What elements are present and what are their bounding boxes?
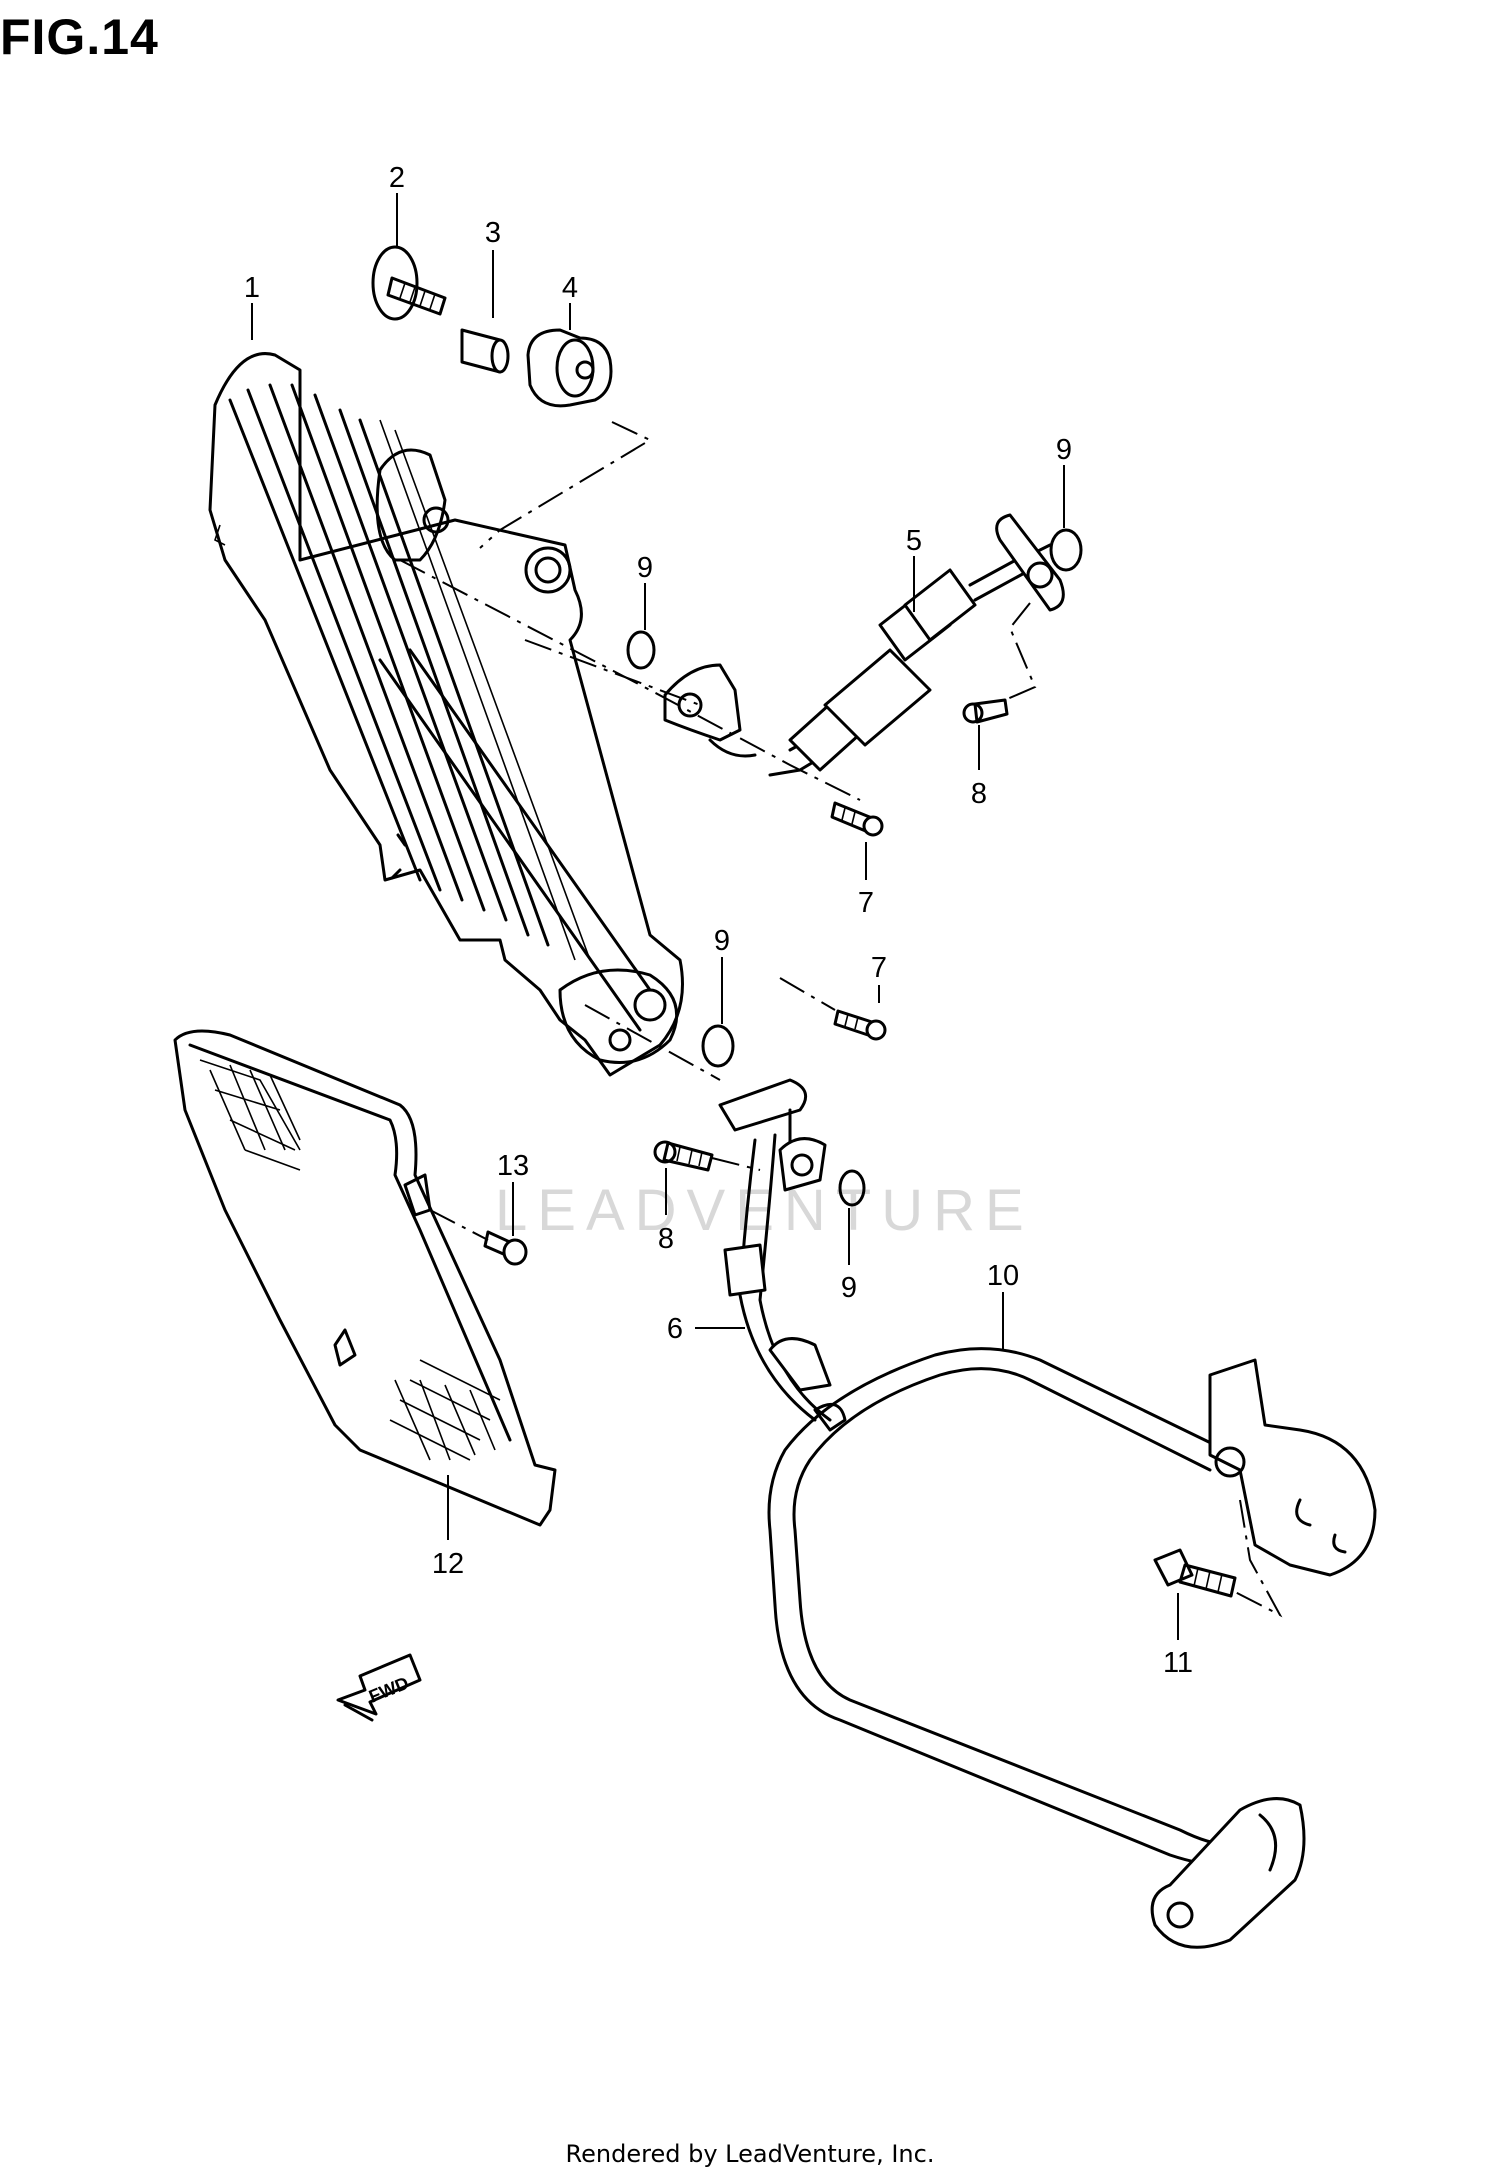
o-ring-9-a[interactable] — [626, 630, 656, 670]
callout-5: 5 — [906, 525, 922, 557]
bolt-7-upper[interactable] — [830, 801, 884, 837]
o-ring-9-b[interactable] — [1049, 528, 1083, 572]
o-ring-9-c[interactable] — [701, 1024, 735, 1068]
fwd-direction-arrow: FWD — [336, 1653, 422, 1722]
bolt-11[interactable] — [1153, 1548, 1237, 1598]
oil-pipe-6[interactable] — [718, 1078, 847, 1432]
callout-8-left: 8 — [658, 1223, 674, 1255]
callout-2: 2 — [389, 162, 405, 194]
callout-3: 3 — [485, 217, 501, 249]
callout-11: 11 — [1163, 1647, 1193, 1679]
bolt-2[interactable] — [371, 245, 447, 321]
callout-6: 6 — [667, 1313, 683, 1345]
grommet-4[interactable] — [526, 328, 613, 408]
callout-9-middle: 9 — [714, 925, 730, 957]
callout-9-upper-left: 9 — [637, 552, 653, 584]
watermark: LEADVENTURE — [495, 1178, 1034, 1243]
callout-labels: 1 2 3 4 5 6 7 7 8 8 9 9 9 9 10 11 12 13 — [244, 162, 1193, 1679]
cooler-screen-12[interactable] — [173, 1029, 557, 1527]
flange-upper[interactable] — [663, 663, 757, 758]
callout-8-right: 8 — [971, 778, 987, 810]
callout-1: 1 — [244, 272, 260, 304]
screw-13[interactable] — [483, 1230, 528, 1266]
assembly-lines — [399, 421, 1283, 1618]
callout-10: 10 — [987, 1260, 1019, 1292]
bolt-8-right[interactable] — [962, 698, 1009, 724]
bolt-8-left[interactable] — [653, 1140, 714, 1172]
callout-7-upper: 7 — [858, 887, 874, 919]
figure-title: FIG.14 — [0, 9, 159, 65]
footer-credit: Rendered by LeadVenture, Inc. — [565, 2140, 935, 2168]
callout-9-lower: 9 — [841, 1272, 857, 1304]
callout-9-upper-right: 9 — [1056, 434, 1072, 466]
leader-lines — [251, 193, 1179, 1640]
oil-hose-5[interactable] — [768, 513, 1065, 777]
callout-12: 12 — [432, 1548, 464, 1580]
callout-13: 13 — [497, 1150, 529, 1182]
oil-cooler[interactable] — [208, 352, 684, 1077]
o-ring-9-d[interactable] — [838, 1169, 866, 1207]
cooler-guard-bar-10[interactable] — [767, 1347, 1377, 1949]
callout-7-lower: 7 — [871, 952, 887, 984]
collar-3[interactable] — [460, 328, 510, 374]
bolt-7-lower[interactable] — [833, 1009, 887, 1041]
callout-4: 4 — [562, 272, 578, 304]
